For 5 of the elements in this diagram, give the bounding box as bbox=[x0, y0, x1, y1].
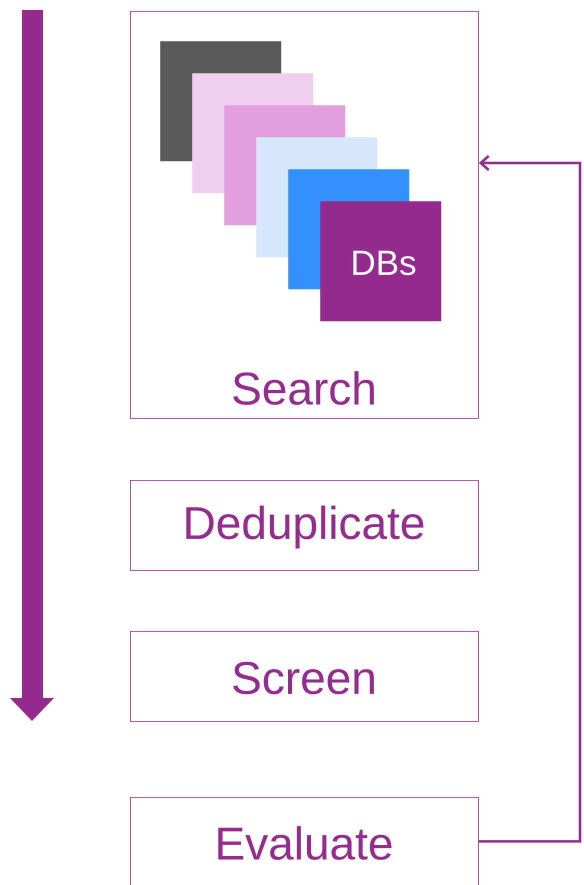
arrow bbox=[478, 155, 582, 843]
process-box: Screen bbox=[130, 631, 479, 722]
process-box: Deduplicate bbox=[130, 480, 479, 571]
database-square: DBs bbox=[320, 201, 442, 322]
process-box: Evaluate bbox=[130, 797, 479, 885]
